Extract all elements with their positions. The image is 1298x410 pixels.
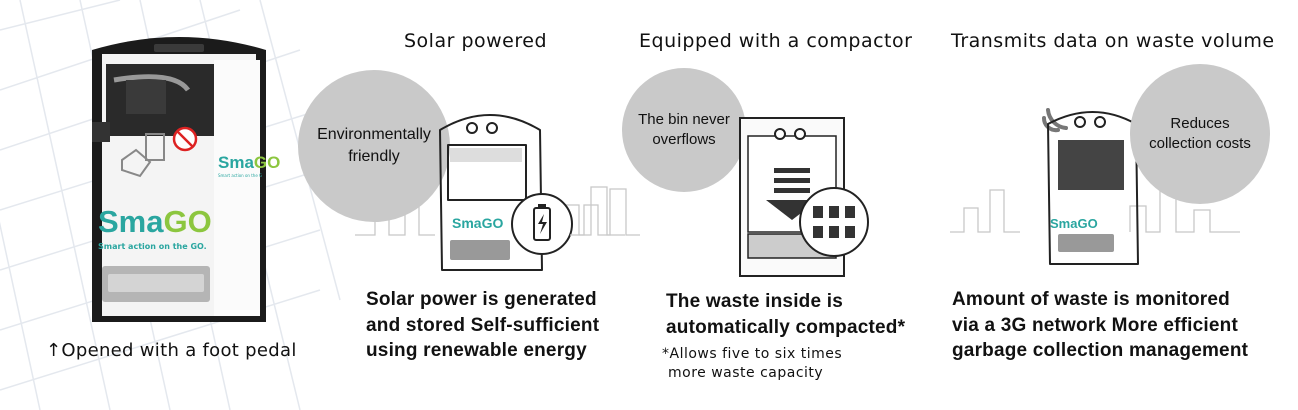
circle-line: overflows [652, 131, 716, 148]
svg-text:SmaGO: SmaGO [452, 215, 503, 231]
desc-line: Solar power is generated [366, 289, 597, 310]
desc-solar: Solar power is generated and stored Self… [366, 287, 599, 364]
circle-line: The bin never [638, 110, 730, 128]
circle-line: Reduces [1170, 114, 1230, 132]
desc-line: Amount of waste is monitored [952, 289, 1230, 310]
bin-tagline: Smart action on the GO. [98, 242, 207, 251]
desc-compactor: The waste inside is automatically compac… [666, 289, 905, 340]
circle-reduces-collection-costs: Reduces collection costs [1130, 64, 1270, 204]
section-title-compactor: Equipped with a compactor [639, 30, 913, 52]
battery-icon [511, 193, 573, 255]
logo-text-go: GO [163, 204, 212, 239]
note-line: more waste capacity [668, 364, 824, 381]
desc-transmits: Amount of waste is monitored via a 3G ne… [952, 287, 1248, 364]
city-skyline-solar [355, 186, 625, 236]
note-line: *Allows five to six times [662, 346, 843, 362]
circle-bin-never-overflows: The bin never overflows [622, 68, 746, 192]
smago-bin-photo: SmaGO Smart action on the GO. SmaGO Smar… [84, 30, 280, 330]
circle-line: friendly [348, 148, 400, 165]
circle-line: Environmentally [317, 126, 431, 144]
desc-line: using renewable energy [366, 340, 587, 362]
bin-side-logo: SmaGO [218, 154, 280, 171]
note-compactor: *Allows five to six times more waste cap… [662, 345, 842, 383]
bin-side-tagline: Smart action on the GO. [218, 173, 262, 178]
desc-line: garbage collection management [952, 340, 1249, 362]
side-logo-text-sma: Sma [218, 153, 254, 172]
bin-logo: SmaGO [98, 206, 212, 237]
section-title-transmits: Transmits data on waste volume [951, 30, 1275, 52]
side-logo-text-go: GO [253, 153, 281, 172]
city-skyline-compactor [570, 188, 640, 236]
waste-capacity-icon [799, 187, 869, 257]
desc-line: The waste inside is [666, 291, 843, 312]
bin-caption: ↑Opened with a foot pedal [46, 340, 297, 361]
desc-line: via a 3G network More efficient [952, 314, 1239, 336]
circle-environmentally-friendly: Environmentally friendly [298, 70, 450, 222]
desc-line: automatically compacted* [666, 316, 906, 338]
circle-line: collection costs [1149, 135, 1251, 152]
desc-line: and stored Self-sufficient [366, 314, 600, 336]
section-title-solar: Solar powered [404, 30, 548, 52]
compactor-illustration [739, 117, 845, 277]
logo-text-sma: Sma [98, 204, 164, 239]
svg-text:SmaGO: SmaGO [1050, 216, 1098, 231]
transmit-bin-illustration: SmaGO [1047, 111, 1139, 265]
